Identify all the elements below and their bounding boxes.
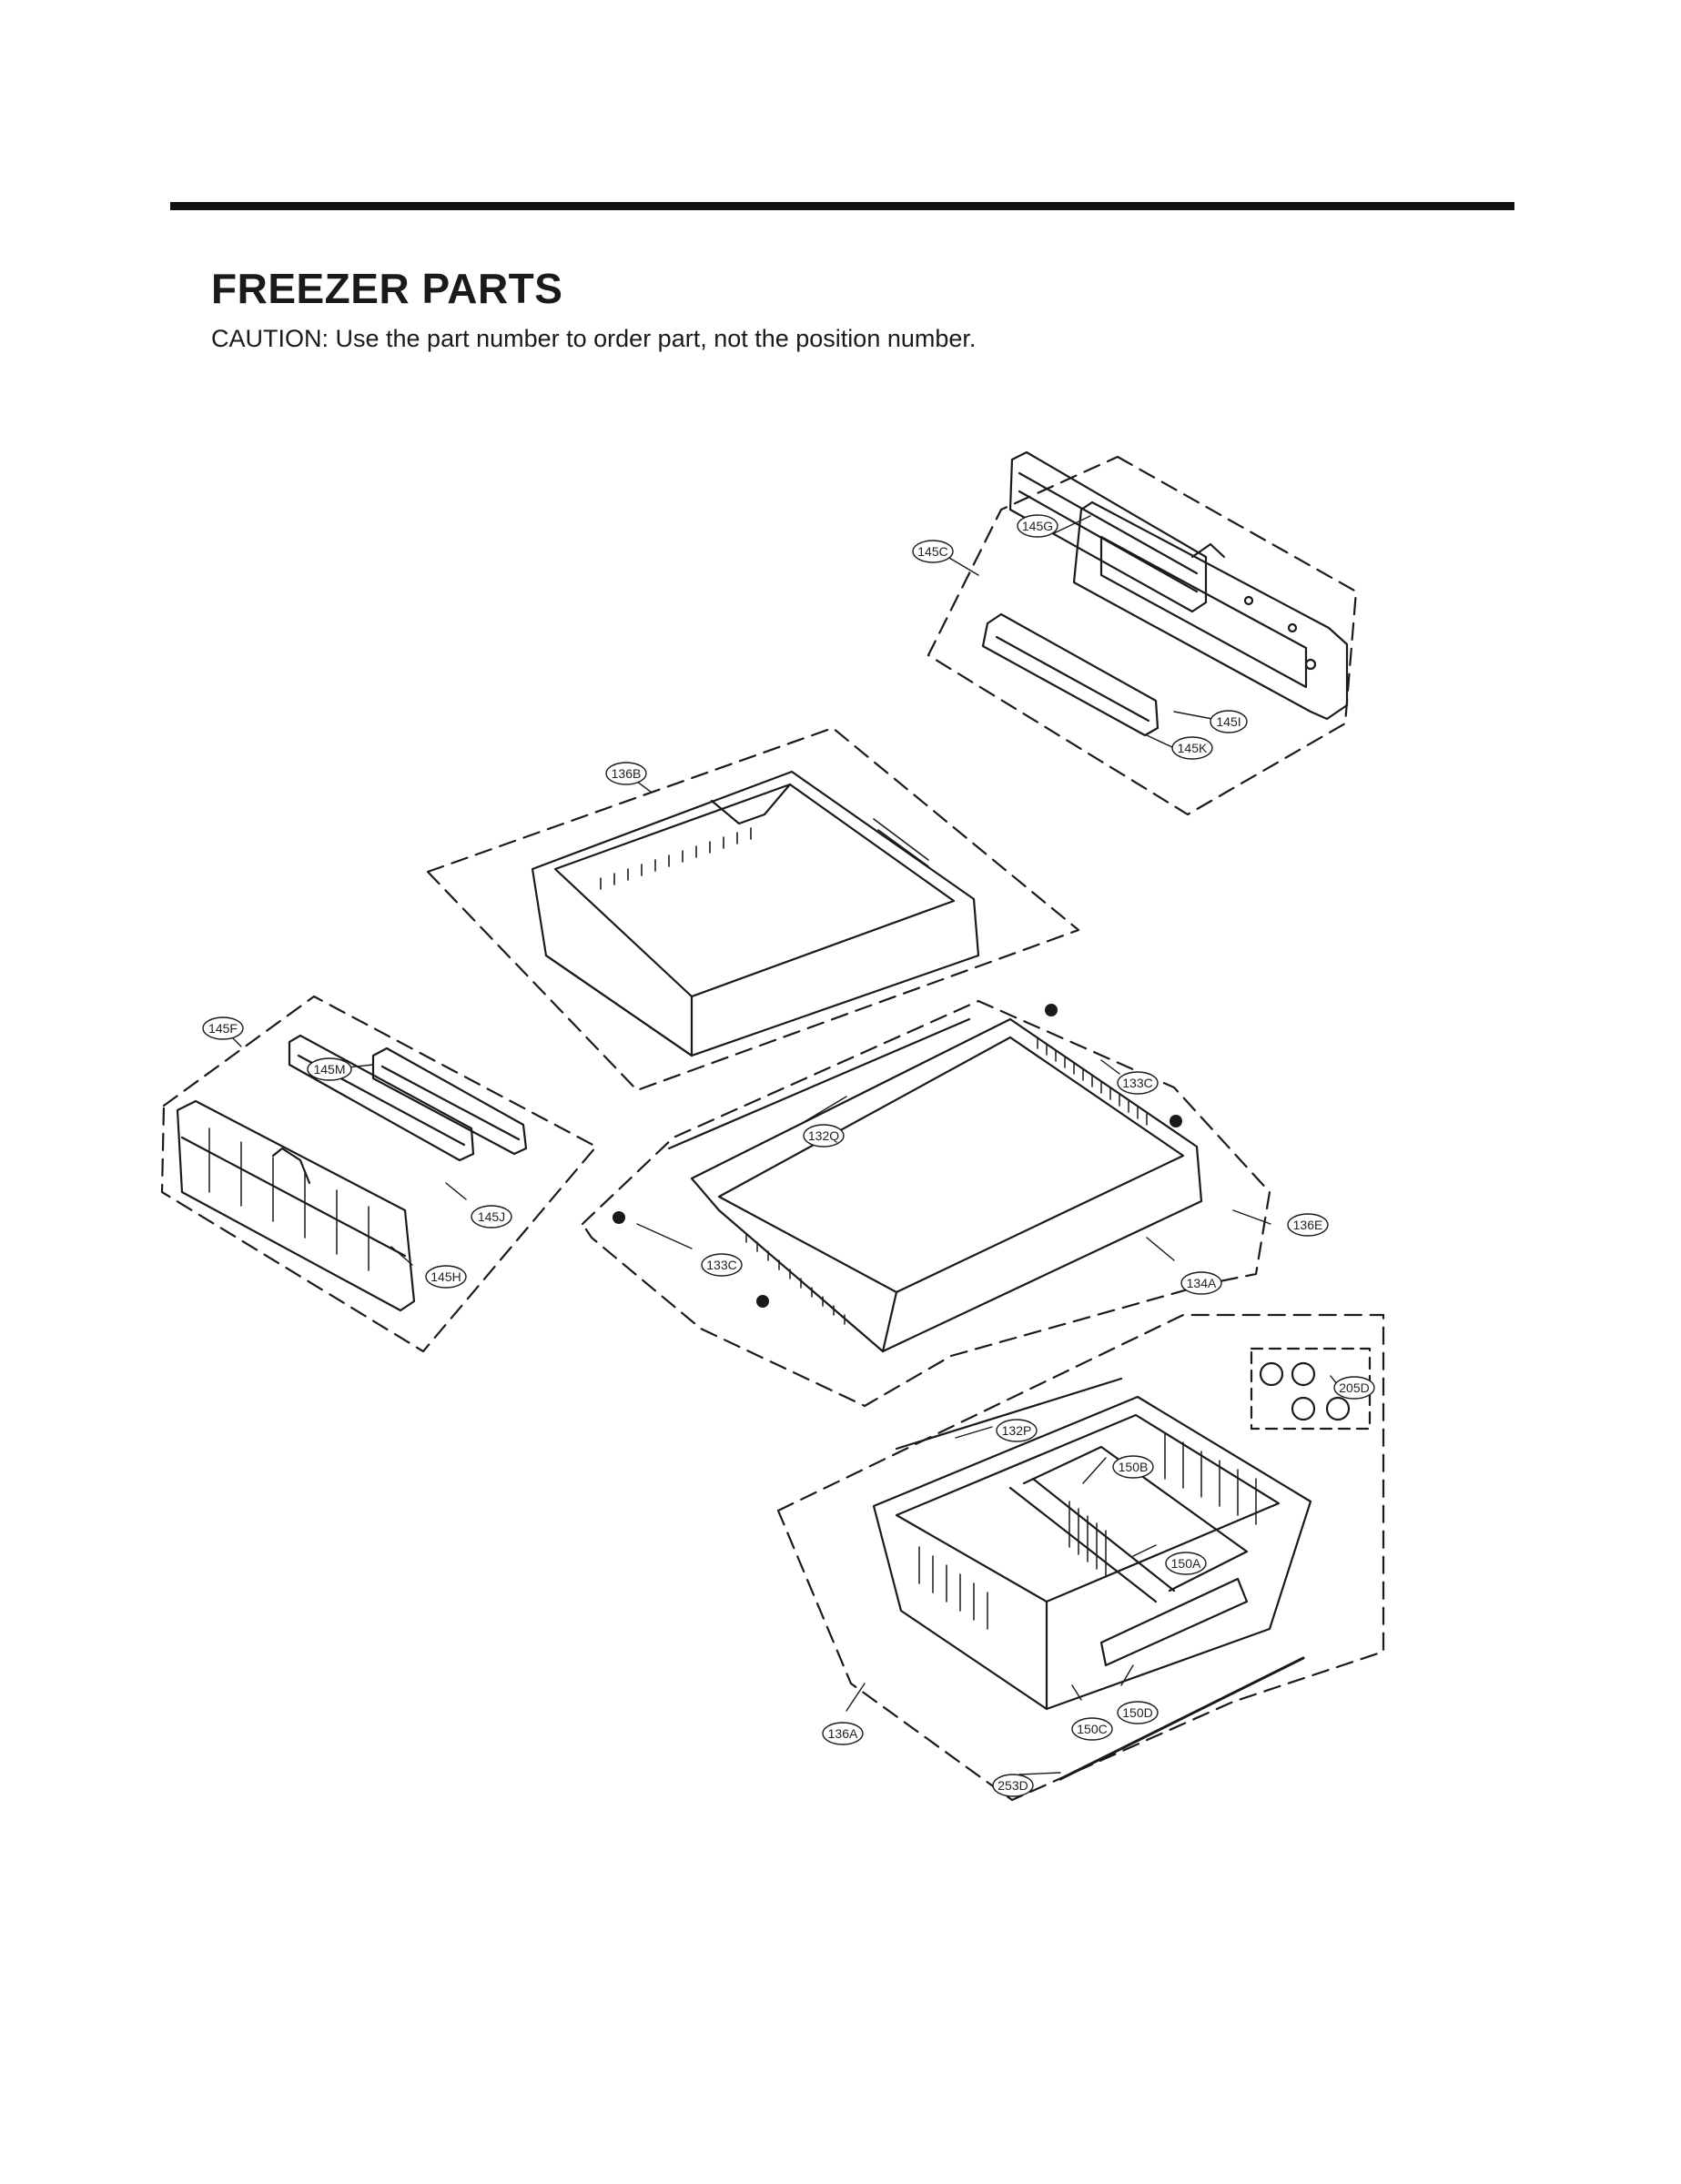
callout-145M: 145M [307,1057,352,1081]
callout-133C-top: 133C [1117,1071,1159,1095]
callout-145G: 145G [1017,514,1058,538]
header-rule [170,202,1514,210]
callout-133C-left: 133C [701,1253,743,1277]
callout-134A: 134A [1180,1271,1222,1295]
svg-text:132Q: 132Q [808,1128,839,1143]
callout-205D: 205D [1333,1376,1375,1400]
callout-132Q: 132Q [803,1124,845,1148]
svg-text:150D: 150D [1122,1705,1152,1720]
svg-text:134A: 134A [1187,1276,1217,1290]
svg-text:150A: 150A [1171,1556,1201,1571]
plug-set-boundary [1250,1347,1372,1431]
rail-stopper-part [981,612,1159,737]
svg-text:136E: 136E [1293,1218,1323,1232]
callout-136E: 136E [1287,1213,1329,1237]
svg-text:133C: 133C [706,1258,736,1272]
shelf-rod-part [667,1017,971,1150]
plug-set-part [1259,1361,1351,1421]
lower-basket-group [776,1313,1385,1802]
callout-150A: 150A [1165,1552,1207,1575]
shelf-cap-part [1045,1004,1058,1016]
svg-text:150B: 150B [1119,1460,1149,1474]
caution-note: CAUTION: Use the part number to order pa… [211,325,977,352]
svg-text:132P: 132P [1002,1423,1032,1438]
svg-text:253D: 253D [997,1778,1028,1793]
callout-145J: 145J [471,1205,512,1228]
callout-136B: 136B [605,762,647,785]
upper-bin-part [531,770,980,1057]
left-rail-group [160,995,598,1353]
page-title: FREEZER PARTS [211,265,563,312]
middle-shelf-part [690,1017,1203,1353]
svg-text:145M: 145M [313,1062,345,1077]
svg-text:145K: 145K [1178,741,1208,755]
left-rail-boundary [160,995,598,1353]
left-rail-stopper-part [371,1046,528,1156]
svg-text:205D: 205D [1339,1380,1369,1395]
rail-group-boundary [927,455,1358,816]
callout-145H: 145H [425,1265,467,1289]
rail-slide-part [1008,450,1208,613]
rail-bracket-part [1072,500,1349,721]
callout-253D: 253D [992,1774,1034,1797]
rail-assembly-group [927,450,1358,816]
basket-rod-upper-part [895,1377,1123,1451]
svg-text:136A: 136A [828,1726,858,1741]
shelf-cap-part [1170,1115,1182,1127]
middle-shelf-group [581,999,1271,1408]
upper-bin-group [426,726,1080,1092]
callout-145F: 145F [202,1016,244,1040]
svg-text:145H: 145H [430,1269,461,1284]
svg-text:150C: 150C [1077,1722,1107,1736]
callout-145K: 145K [1171,736,1213,760]
svg-text:133C: 133C [1122,1076,1152,1090]
callout-136A: 136A [822,1722,864,1745]
callout-132P: 132P [996,1419,1038,1442]
svg-text:136B: 136B [612,766,642,781]
left-front-cover-part [176,1099,416,1312]
callout-150D: 150D [1117,1701,1159,1724]
svg-text:145J: 145J [478,1209,505,1224]
upper-bin-boundary [426,726,1080,1092]
svg-text:145C: 145C [917,544,947,559]
left-rail-slide-part [288,1034,475,1162]
svg-text:145F: 145F [208,1021,238,1036]
callout-150C: 150C [1071,1717,1113,1741]
svg-text:145G: 145G [1022,519,1053,533]
callout-145C: 145C [912,540,954,563]
svg-text:145I: 145I [1216,714,1240,729]
basket-rod-lower-part [1058,1656,1305,1781]
shelf-cap-part [756,1295,769,1308]
middle-shelf-boundary [581,999,1271,1408]
shelf-cap-part [613,1211,625,1224]
callout-150B: 150B [1112,1455,1154,1479]
lower-basket-part [872,1395,1312,1711]
callout-145I: 145I [1210,710,1248,733]
